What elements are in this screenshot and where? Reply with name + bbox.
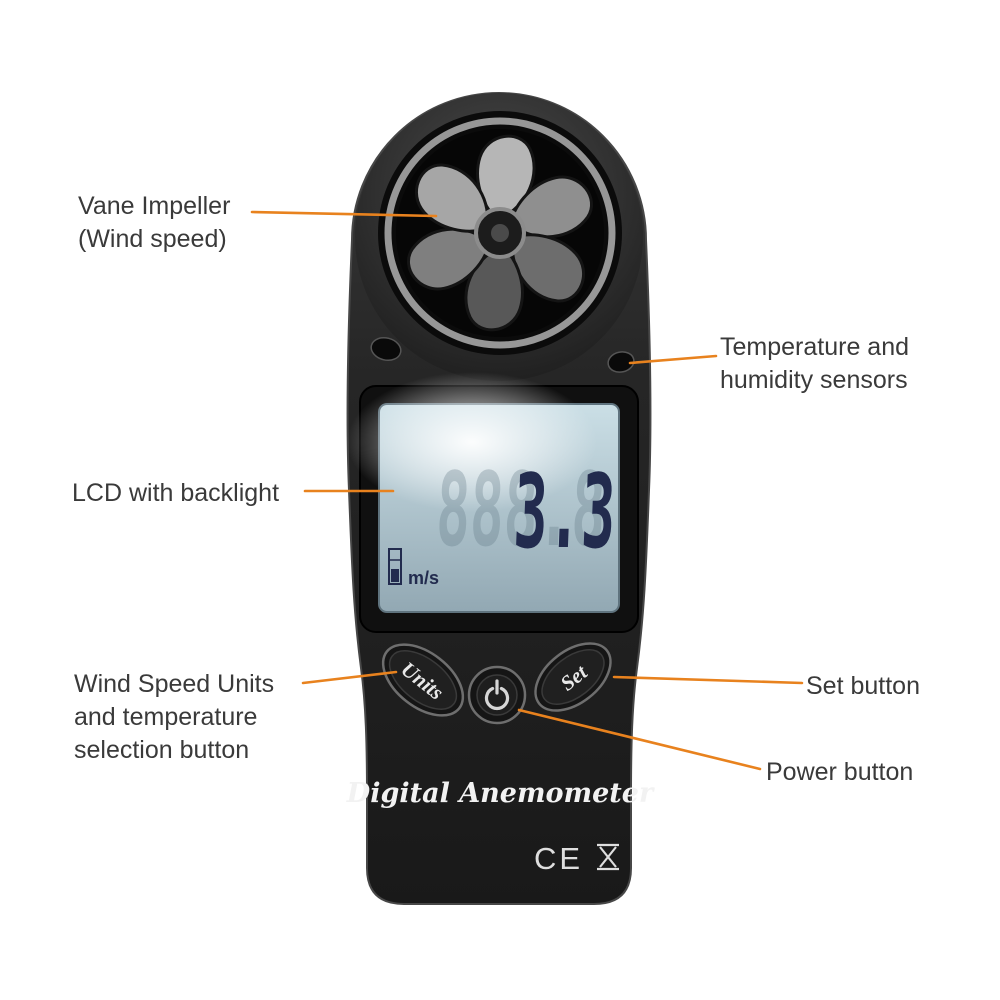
lcd-backlight-glow	[347, 372, 597, 512]
units-button: Units	[381, 643, 465, 717]
callout-line-vane-impeller	[250, 210, 438, 218]
set-button: Set	[534, 642, 612, 712]
impeller-blade	[511, 233, 586, 303]
sensor-hole-right	[607, 351, 635, 373]
power-button	[467, 665, 527, 725]
power-icon	[484, 679, 510, 711]
callout-text: (Wind speed)	[78, 225, 227, 253]
callout-line-set-button	[612, 675, 804, 685]
lcd-unit: m/s	[408, 568, 439, 588]
ce-mark: CE	[534, 841, 583, 876]
callout-text: selection button	[74, 736, 250, 764]
callout-text: LCD with backlight	[72, 479, 280, 507]
impeller-blade	[406, 227, 491, 291]
impeller-blades	[406, 134, 594, 332]
callout-label-vane-impeller: Vane Impeller (Wind speed)	[78, 190, 230, 256]
callout-label-set-button: Set button	[806, 670, 920, 703]
callout-text: humidity sensors	[720, 366, 908, 394]
callout-label-lcd: LCD with backlight	[72, 477, 279, 510]
callout-text: Power button	[766, 758, 914, 786]
sensor-hole-left	[370, 336, 402, 362]
impeller-ring	[384, 117, 616, 349]
callout-line-power-button	[517, 708, 762, 771]
impeller-blade	[414, 163, 489, 233]
wind-scale-icon	[388, 548, 402, 585]
vane-impeller	[378, 111, 622, 355]
impeller-hub-cap	[491, 224, 509, 242]
brand-text: Digital Anemometer	[346, 778, 655, 809]
callout-label-sensors: Temperature and humidity sensors	[720, 331, 909, 397]
callout-label-power-button: Power button	[766, 756, 913, 789]
callout-text: Wind Speed Units	[74, 670, 275, 698]
callout-label-units-button: Wind Speed Units and temperature selecti…	[74, 668, 274, 767]
hourglass-icon	[597, 843, 619, 871]
callout-line-sensors	[628, 354, 718, 365]
svg-text:888.8: 888.8	[434, 452, 607, 570]
callout-text: Set button	[806, 672, 920, 700]
callout-text: Vane Impeller	[78, 192, 231, 220]
lcd-ghost-digits: 888.8	[434, 452, 607, 570]
callout-line-units-button	[301, 670, 398, 685]
callout-text: and temperature	[74, 703, 258, 731]
impeller-blade	[509, 175, 594, 239]
impeller-blade	[464, 246, 524, 332]
svg-text:3.3: 3.3	[512, 454, 618, 572]
callout-text: Temperature and	[720, 333, 910, 361]
lcd-reading: 3.3	[512, 454, 618, 572]
